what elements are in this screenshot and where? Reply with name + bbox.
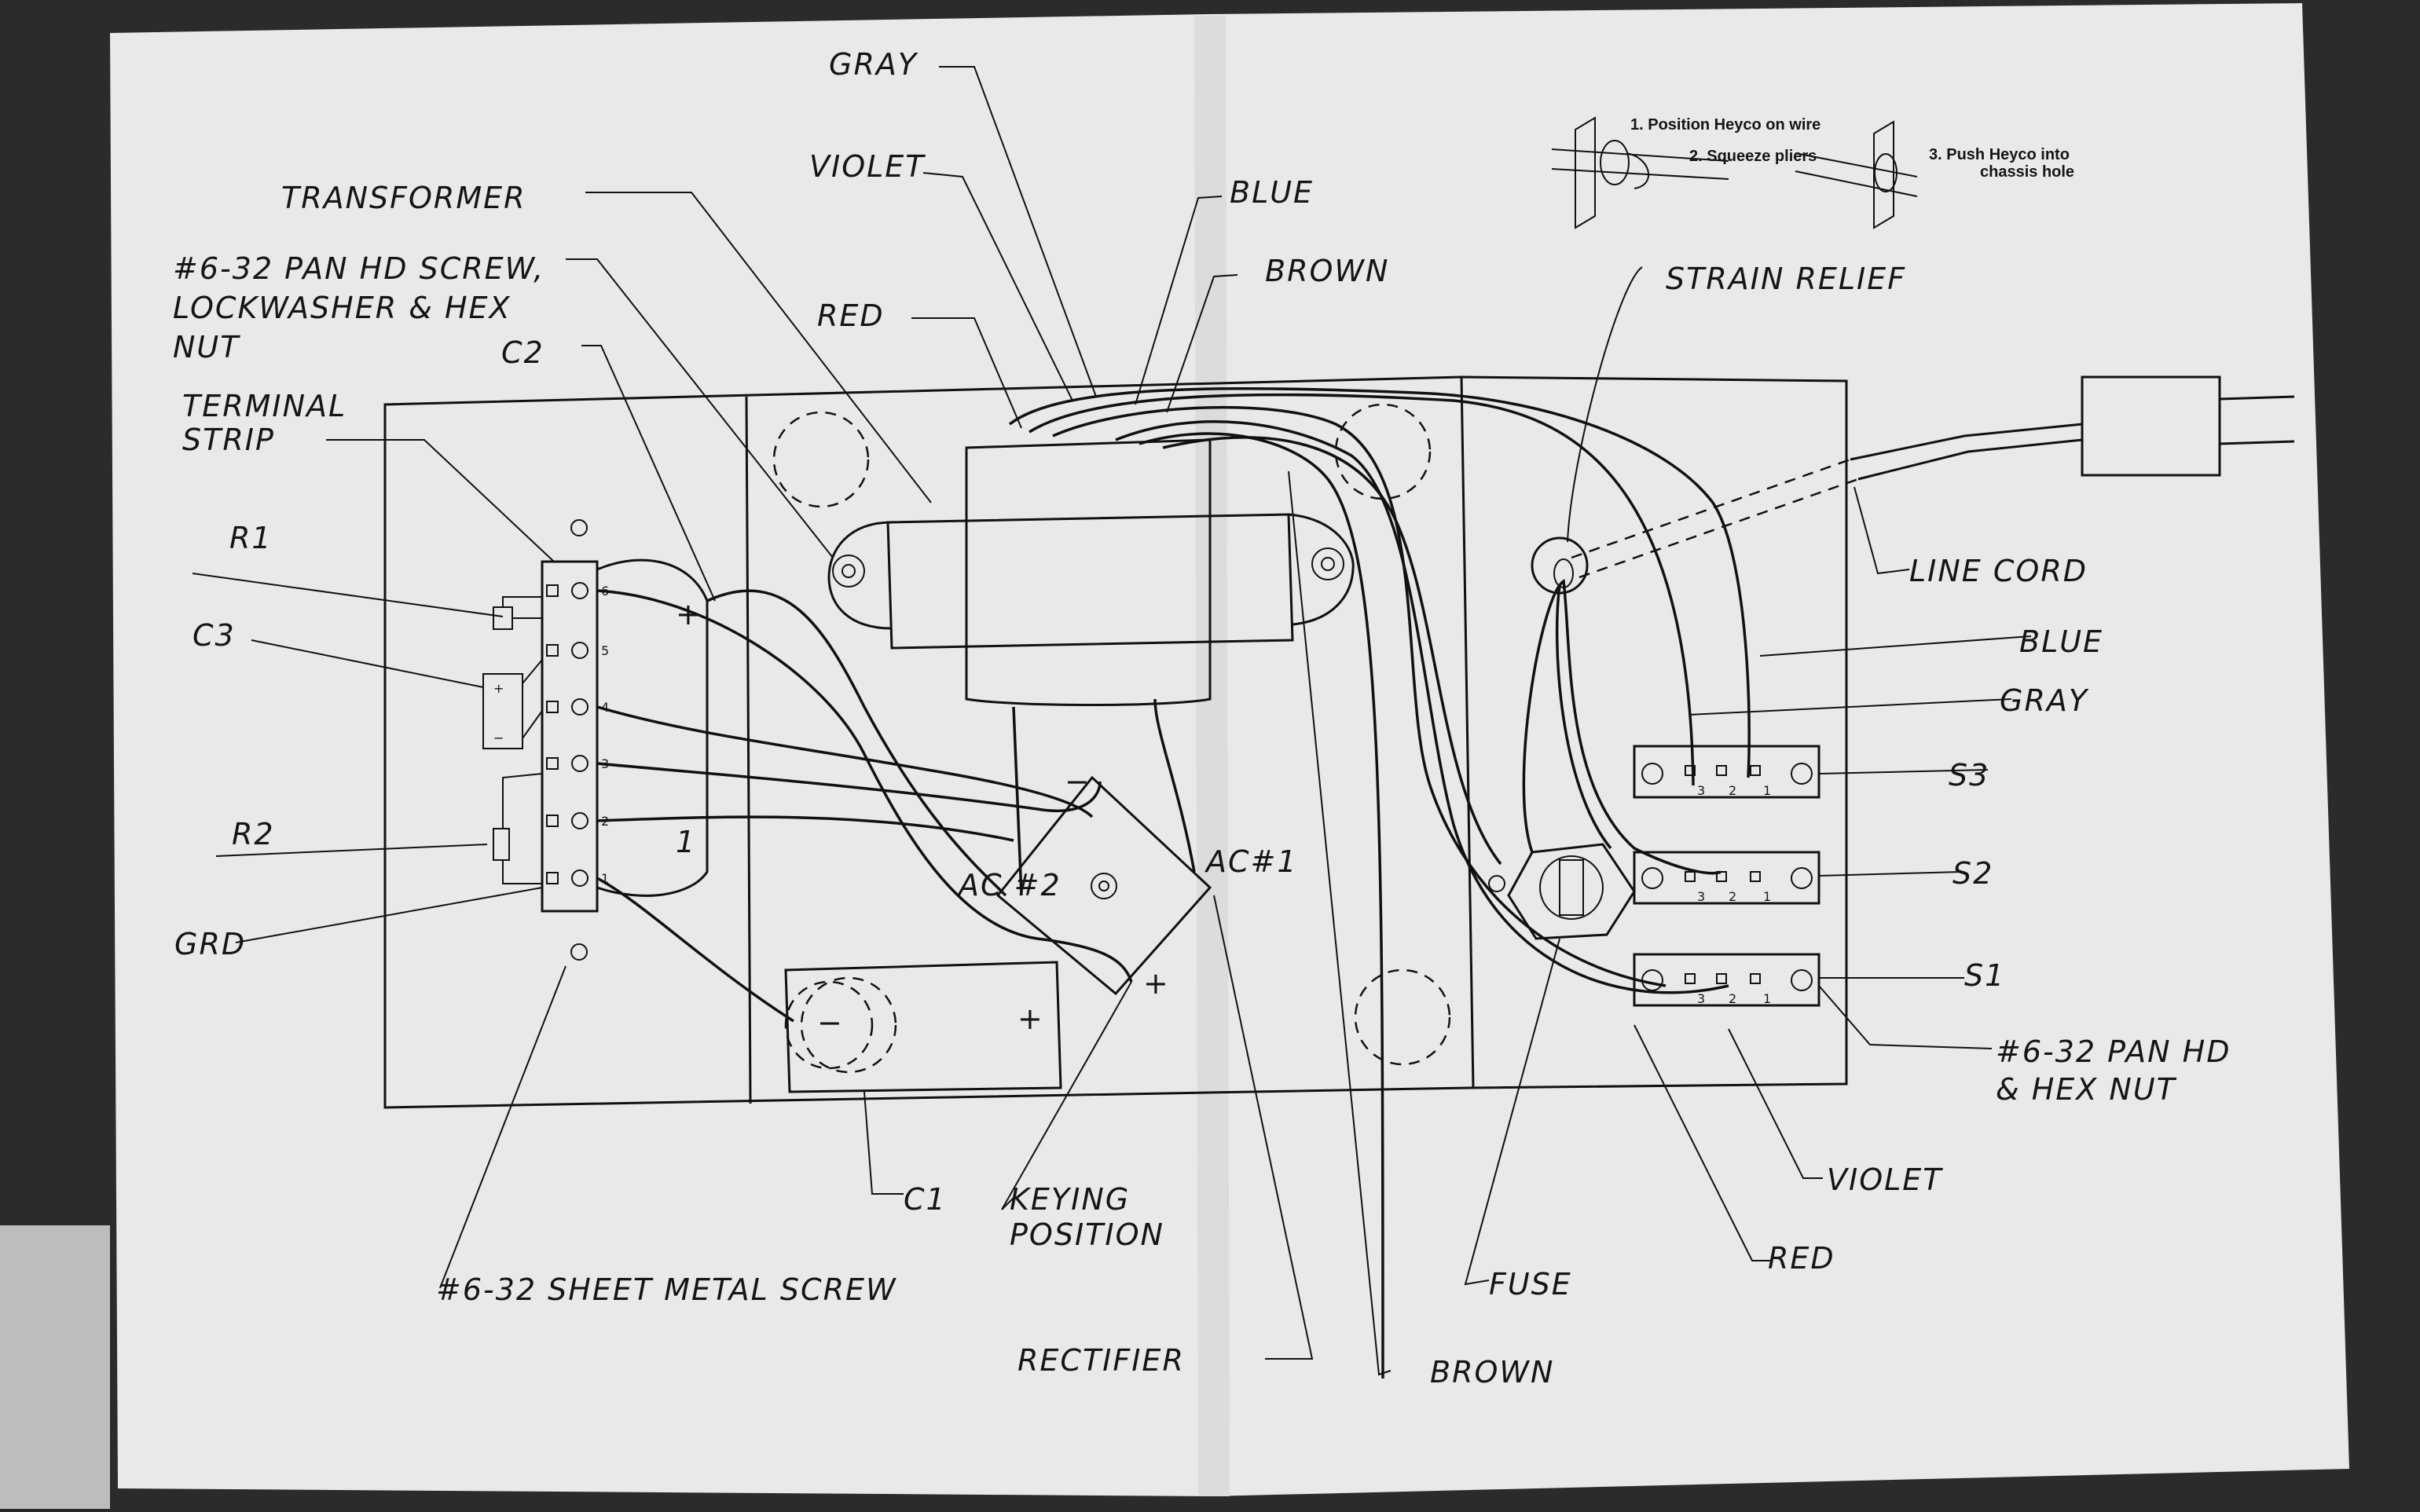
label-gray-right: GRAY <box>2000 683 2089 718</box>
label-red-bottom: RED <box>1768 1241 1835 1276</box>
label-transformer: TRANSFORMER <box>281 181 526 215</box>
label-blue-right: BLUE <box>2019 624 2103 659</box>
label-brown-bottom: BROWN <box>1430 1355 1554 1389</box>
label-rectifier: RECTIFIER <box>1018 1343 1185 1378</box>
paper-fold <box>1194 16 1230 1496</box>
label-s1: S1 <box>1964 958 2005 993</box>
labels: GRAY VIOLET TRANSFORMER BLUE #6-32 PAN H… <box>173 47 2231 1389</box>
svg-text:3: 3 <box>1697 783 1705 798</box>
label-keying-line-1: KEYING <box>1010 1182 1130 1217</box>
label-blue-top: BLUE <box>1230 175 1314 210</box>
label-grd: GRD <box>174 927 246 961</box>
transformer <box>827 438 1355 706</box>
paper-sheet <box>110 3 2349 1496</box>
svg-text:−: − <box>493 730 504 745</box>
label-s2: S2 <box>1952 856 1993 891</box>
svg-text:1: 1 <box>1763 889 1771 904</box>
label-terminal-strip-line-2: STRIP <box>182 423 275 457</box>
svg-text:+: + <box>1018 1001 1044 1036</box>
svg-text:2: 2 <box>1729 783 1736 798</box>
r2-resistor <box>493 773 543 884</box>
terminal-number-4: 4 <box>601 700 609 715</box>
svg-text:2: 2 <box>1729 991 1736 1006</box>
chassis <box>383 375 1848 1109</box>
label-r1: R1 <box>229 521 273 555</box>
switch-s2: 3 2 1 <box>1633 851 1820 905</box>
terminal-lugs <box>546 582 588 887</box>
label-screw-right-line-1: #6-32 PAN HD <box>1996 1034 2231 1069</box>
label-c2: C2 <box>501 335 544 370</box>
heyco-step-3-line-1: 3. Push Heyco into <box>1929 146 2070 163</box>
rectifier: − + <box>996 764 1212 1001</box>
table-surface <box>0 1225 110 1509</box>
svg-text:2: 2 <box>1729 889 1736 904</box>
svg-text:1: 1 <box>1763 991 1771 1006</box>
svg-text:−: − <box>1065 764 1091 799</box>
label-screw-right-line-2: & HEX NUT <box>1996 1072 2177 1107</box>
label-red-top: RED <box>817 298 885 333</box>
label-r2: R2 <box>232 817 275 851</box>
heyco-step-3-line-2: chassis hole <box>1980 163 2074 181</box>
label-gray-top: GRAY <box>829 47 918 82</box>
wires <box>596 387 1751 1379</box>
terminal-number-1: 1 <box>601 871 609 886</box>
label-s3: S3 <box>1949 758 1989 793</box>
svg-text:−: − <box>817 1005 844 1040</box>
r1-resistor <box>493 596 542 630</box>
svg-text:3: 3 <box>1697 991 1705 1006</box>
heyco-illustration: 1. Position Heyco on wire 2. Squeeze pli… <box>1551 116 2074 229</box>
c1-capacitor: − + <box>784 961 1062 1093</box>
label-fuse: FUSE <box>1489 1267 1572 1301</box>
svg-text:+: + <box>493 681 504 696</box>
switch-s3: 3 2 1 <box>1633 745 1820 799</box>
leader-lines <box>192 66 2032 1376</box>
label-ac2: AC #2 <box>956 868 1062 902</box>
label-line-cord: LINE CORD <box>1909 554 2088 588</box>
label-keying-line-2: POSITION <box>1010 1217 1164 1252</box>
svg-text:1: 1 <box>1763 783 1771 798</box>
label-ac1: AC#1 <box>1204 844 1298 879</box>
label-violet-bottom: VIOLET <box>1827 1162 1943 1197</box>
label-violet-top: VIOLET <box>809 149 926 184</box>
label-strain-relief: STRAIN RELIEF <box>1666 262 1906 296</box>
label-brown-top: BROWN <box>1265 254 1389 288</box>
heyco-step-2: 2. Squeeze pliers <box>1689 148 1817 165</box>
svg-text:1: 1 <box>676 825 696 859</box>
label-terminal-strip-line-1: TERMINAL <box>182 389 346 423</box>
label-c3: C3 <box>192 618 236 653</box>
label-screw-top-line-2: LOCKWASHER & HEX <box>173 291 512 325</box>
label-c1: C1 <box>904 1182 947 1217</box>
label-screw-top-line-1: #6-32 PAN HD SCREW, <box>173 251 544 286</box>
svg-text:+: + <box>1143 966 1170 1001</box>
line-cord-and-plug <box>1571 375 2295 579</box>
label-screw-top-line-3: NUT <box>173 330 240 364</box>
fuse-holder <box>1488 843 1636 940</box>
label-sheet-metal-screw: #6-32 SHEET METAL SCREW <box>436 1272 897 1307</box>
heyco-step-1: 1. Position Heyco on wire <box>1630 116 1820 134</box>
terminal-number-5: 5 <box>601 643 609 658</box>
svg-text:3: 3 <box>1697 889 1705 904</box>
c3-capacitor: + − <box>482 659 543 749</box>
